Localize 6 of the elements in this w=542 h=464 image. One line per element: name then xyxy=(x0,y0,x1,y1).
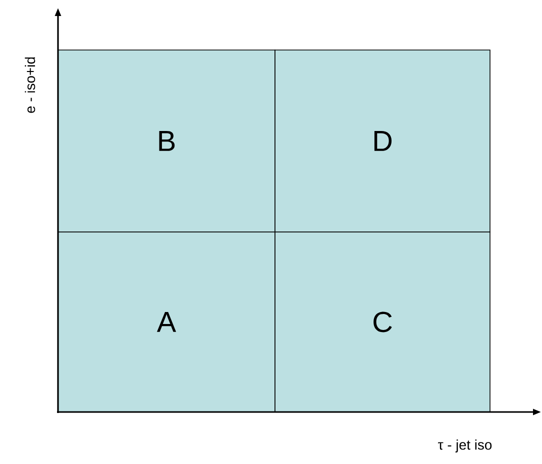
axis-label: e - iso+id xyxy=(24,57,36,113)
region-box: C xyxy=(274,232,490,412)
region-box: A xyxy=(58,232,276,412)
axis-label: τ - jet iso xyxy=(438,440,492,452)
region-box: D xyxy=(274,50,490,232)
region-box: B xyxy=(58,50,276,232)
